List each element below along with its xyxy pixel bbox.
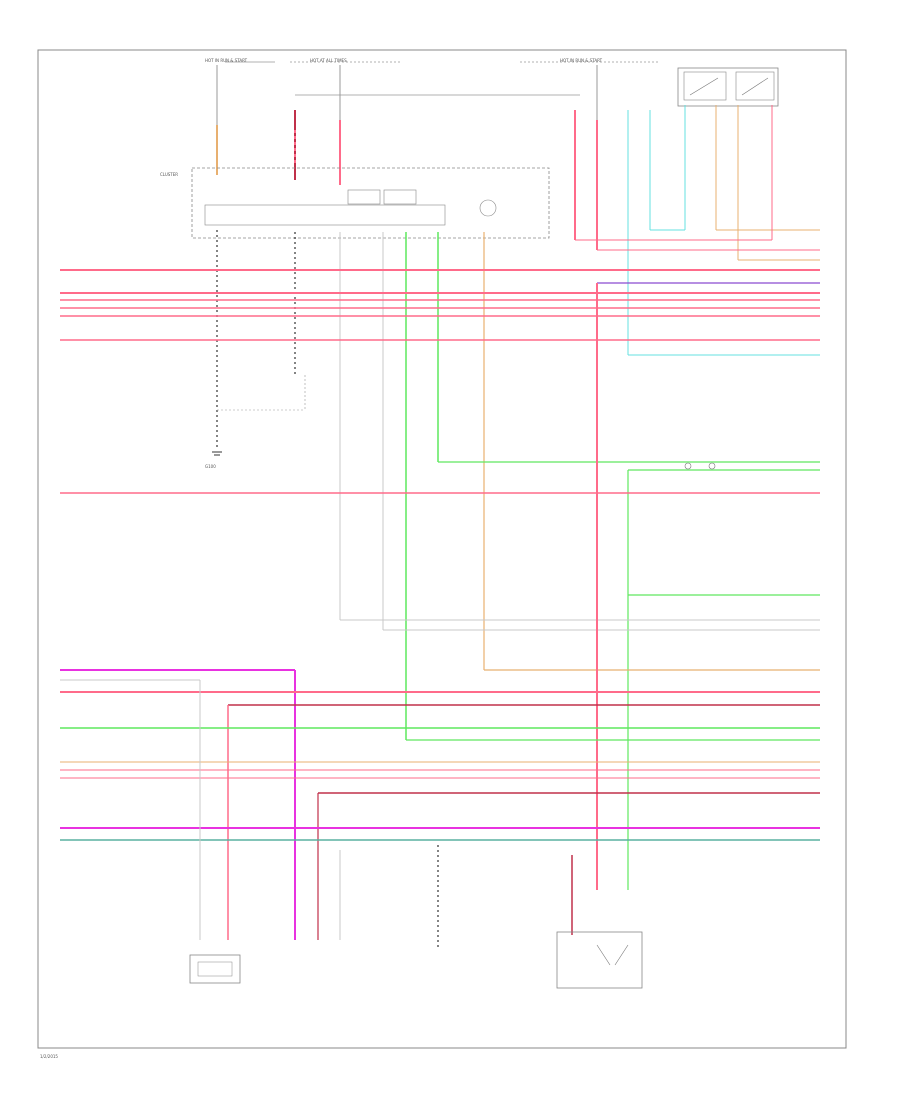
mid-right-lines: [340, 594, 820, 671]
relay-wires: [575, 105, 820, 356]
fuse-label-right: HOT IN RUN & START: [560, 58, 603, 63]
component-left: [189, 954, 241, 984]
fuse-label-left: HOT IN RUN & START: [205, 58, 248, 63]
ground-symbol: G100: [205, 375, 306, 469]
relay-box: [677, 67, 779, 107]
ground-label: G100: [205, 464, 216, 469]
cluster-connectors: [216, 230, 485, 740]
fuse-label-mid: HOT AT ALL TIMES: [310, 58, 347, 63]
cluster-label: CLUSTER: [160, 172, 178, 177]
brake-switch: [438, 461, 820, 890]
diagram-border: [37, 49, 847, 1049]
lower-bus: [60, 669, 820, 950]
cluster-box: CLUSTER: [160, 167, 550, 239]
component-right: [556, 931, 643, 989]
top-headers: HOT IN RUN & START HOT AT ALL TIMES HOT …: [205, 58, 660, 63]
top-fuse-wires: [216, 65, 598, 250]
upper-bus: [60, 269, 820, 341]
bottom-components: [189, 931, 643, 989]
page-ref: 1/2/2015: [40, 1054, 58, 1059]
